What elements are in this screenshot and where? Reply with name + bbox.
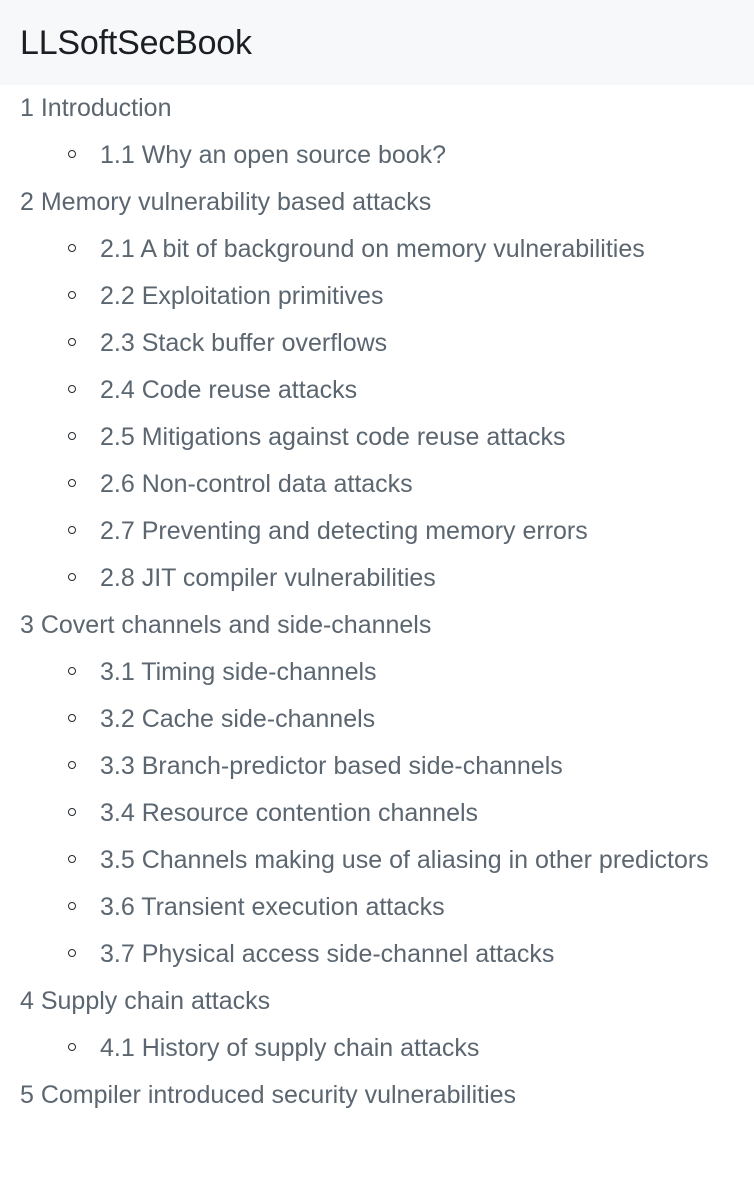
site-header: LLSoftSecBook [0, 0, 754, 85]
toc-chapter-item: 3 Covert channels and side-channels 3.1 T… [0, 602, 754, 978]
hollow-circle-bullet-icon [68, 385, 76, 393]
hollow-circle-bullet-icon [68, 479, 76, 487]
toc-section-link[interactable]: 3.5 Channels making use of aliasing in o… [100, 846, 709, 874]
hollow-circle-bullet-icon [68, 150, 76, 158]
toc-section-link[interactable]: 3.1 Timing side-channels [100, 658, 377, 686]
toc-section-list: 3.1 Timing side-channels 3.2 Cache side-c… [20, 649, 734, 978]
toc-chapter-item: 4 Supply chain attacks 4.1 History of sup… [0, 978, 754, 1072]
toc-section-item: 3.2 Cache side-channels [20, 696, 734, 743]
toc-section-link[interactable]: 2.7 Preventing and detecting memory erro… [100, 517, 588, 545]
toc-section-list: 2.1 A bit of background on memory vulner… [20, 226, 734, 602]
toc-section-link[interactable]: 3.4 Resource contention channels [100, 799, 479, 827]
toc-section-link[interactable]: 2.6 Non-control data attacks [100, 470, 413, 498]
toc-section-link[interactable]: 2.8 JIT compiler vulnerabilities [100, 564, 436, 592]
hollow-circle-bullet-icon [68, 714, 76, 722]
hollow-circle-bullet-icon [68, 338, 76, 346]
toc-section-link[interactable]: 1.1 Why an open source book? [100, 141, 447, 169]
toc-section-link[interactable]: 3.2 Cache side-channels [100, 705, 376, 733]
hollow-circle-bullet-icon [68, 949, 76, 957]
toc-section-link[interactable]: 3.3 Branch-predictor based side-channels [100, 752, 563, 780]
toc-section-link[interactable]: 2.3 Stack buffer overflows [100, 329, 388, 357]
toc-chapter-item: 5 Compiler introduced security vulnerabi… [0, 1072, 754, 1119]
toc-section-item: 3.4 Resource contention channels [20, 790, 734, 837]
toc-chapter-link[interactable]: 4 Supply chain attacks [20, 987, 271, 1015]
page-title: LLSoftSecBook [20, 23, 252, 62]
toc-chapter-item: 2 Memory vulnerability based attacks 2.1 … [0, 179, 754, 602]
toc-chapter-link[interactable]: 3 Covert channels and side-channels [20, 611, 432, 639]
toc-section-item: 2.8 JIT compiler vulnerabilities [20, 555, 734, 602]
toc-section-item: 2.3 Stack buffer overflows [20, 320, 734, 367]
hollow-circle-bullet-icon [68, 1043, 76, 1051]
toc-section-link[interactable]: 3.6 Transient execution attacks [100, 893, 445, 921]
toc-section-item: 2.5 Mitigations against code reuse attac… [20, 414, 734, 461]
hollow-circle-bullet-icon [68, 855, 76, 863]
toc-section-item: 3.5 Channels making use of aliasing in o… [20, 837, 734, 884]
toc-section-item: 3.1 Timing side-channels [20, 649, 734, 696]
hollow-circle-bullet-icon [68, 761, 76, 769]
hollow-circle-bullet-icon [68, 808, 76, 816]
toc-section-item: 2.2 Exploitation primitives [20, 273, 734, 320]
toc-section-item: 4.1 History of supply chain attacks [20, 1025, 734, 1072]
toc-section-item: 2.6 Non-control data attacks [20, 461, 734, 508]
toc-section-item: 3.6 Transient execution attacks [20, 884, 734, 931]
hollow-circle-bullet-icon [68, 291, 76, 299]
toc-section-link[interactable]: 2.4 Code reuse attacks [100, 376, 358, 404]
toc-chapter-link[interactable]: 5 Compiler introduced security vulnerabi… [20, 1081, 517, 1109]
hollow-circle-bullet-icon [68, 432, 76, 440]
toc-chapter-link[interactable]: 1 Introduction [20, 94, 172, 122]
toc-chapter-list: 1 Introduction 1.1 Why an open source boo… [0, 85, 754, 1119]
table-of-contents: 1 Introduction 1.1 Why an open source boo… [0, 85, 754, 1119]
toc-section-link[interactable]: 3.7 Physical access side-channel attacks [100, 940, 555, 968]
toc-section-item: 3.7 Physical access side-channel attacks [20, 931, 734, 978]
hollow-circle-bullet-icon [68, 573, 76, 581]
toc-section-item: 1.1 Why an open source book? [20, 132, 734, 179]
toc-chapter-link[interactable]: 2 Memory vulnerability based attacks [20, 188, 432, 216]
hollow-circle-bullet-icon [68, 902, 76, 910]
toc-section-link[interactable]: 2.5 Mitigations against code reuse attac… [100, 423, 566, 451]
toc-section-item: 2.1 A bit of background on memory vulner… [20, 226, 734, 273]
hollow-circle-bullet-icon [68, 244, 76, 252]
hollow-circle-bullet-icon [68, 667, 76, 675]
toc-section-item: 3.3 Branch-predictor based side-channels [20, 743, 734, 790]
toc-section-item: 2.7 Preventing and detecting memory erro… [20, 508, 734, 555]
toc-section-list: 4.1 History of supply chain attacks [20, 1025, 734, 1072]
toc-section-link[interactable]: 2.1 A bit of background on memory vulner… [100, 235, 645, 263]
toc-section-link[interactable]: 2.2 Exploitation primitives [100, 282, 384, 310]
toc-section-list: 1.1 Why an open source book? [20, 132, 734, 179]
toc-chapter-item: 1 Introduction 1.1 Why an open source boo… [0, 85, 754, 179]
hollow-circle-bullet-icon [68, 526, 76, 534]
toc-section-item: 2.4 Code reuse attacks [20, 367, 734, 414]
toc-section-link[interactable]: 4.1 History of supply chain attacks [100, 1034, 480, 1062]
